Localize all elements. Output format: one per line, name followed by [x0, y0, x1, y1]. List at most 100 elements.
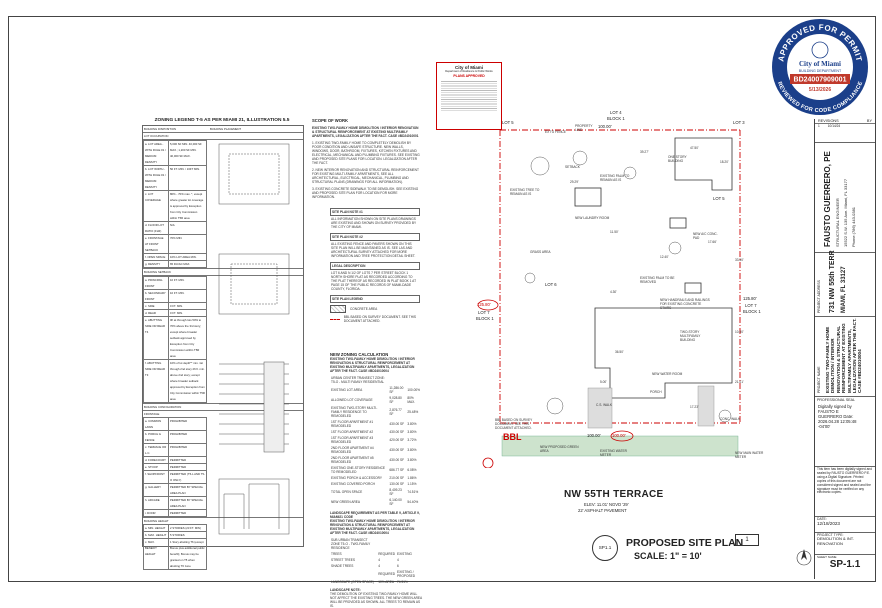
digital-signature: Digitally signed by FAUSTO E GUERRERO Da… [818, 404, 857, 429]
concrete-swatch [330, 305, 346, 313]
dimension-label: 21.01' [735, 380, 744, 384]
plan-title-block: SP1.1 PROPOSED SITE PLAN SCALE: 1" = 10'… [592, 527, 772, 567]
street-pavement: 22' ASPHALT PAVEMENT [578, 508, 627, 513]
lot-label: LOT 3 [733, 120, 745, 125]
dimension-label: 18.20' [720, 160, 729, 164]
note2-title: SITE PLAN NOTE #2 [330, 233, 420, 241]
legal-title: LEGAL DESCRIPTION [330, 262, 420, 270]
one-story-building [674, 137, 733, 191]
scope-title: SCOPE OF WORK [312, 118, 349, 123]
tree-symbol [668, 241, 682, 255]
dimension-label: 17.66' [708, 240, 717, 244]
site-note: NEW PROPOSED GREEN AREA [540, 445, 579, 453]
site-note: CONC. WALK [720, 417, 741, 421]
calc-table: URBAN CENTER TRANSECT ZONE: T5-O - MULTI… [330, 375, 422, 507]
project-type-value: DEMOLITION & INT. RENOVATION [817, 536, 854, 546]
conc-walk [697, 385, 715, 427]
table-row: SUB URBAN TRANSECT ZONE T5-O - TWO-FAMIL… [331, 538, 371, 550]
note2-text: ALL EXISTING FENCE AND PAVERS SHOWN ON T… [331, 242, 416, 258]
site-note: GRASS AREA [530, 250, 551, 254]
revisions-title: REVISIONS [818, 119, 839, 123]
drawing-sheet [8, 16, 876, 582]
landscape-note: THE DEMOLITION OF EXISTING TWO-FAMILY HO… [330, 592, 422, 608]
lot-label: LOT 4 [610, 110, 622, 115]
street-elevation: ELEV: 11.01' NGVD '29' [584, 502, 629, 507]
site-note: SETBACK [565, 165, 580, 169]
note1-text: ALL INFORMATION SHOWN ON SITE PLANS DRAW… [331, 217, 417, 229]
permit-seal: APPROVED FOR PERMIT REVIEWED FOR CODE CO… [772, 19, 868, 115]
site-note: C.S. WALK [596, 403, 612, 407]
street-name: NW 55TH TERRACE [564, 489, 664, 500]
markup-circle [610, 430, 634, 442]
city-seal-icon [811, 41, 829, 59]
dimension-label: 100.00' [587, 433, 601, 438]
seal-note: This item has been digitally signed and … [817, 467, 872, 495]
sheet-name: SP-1.1 [829, 559, 861, 570]
dimension-label: 125.80' [743, 296, 757, 301]
stamp-city: City of Miami [454, 65, 483, 70]
title-block: REVISIONS BY 1 10/14/24 FAUSTO GUERRERO,… [814, 119, 875, 579]
site-note: EXISTING PALM TO REMAIN AS IS [600, 174, 630, 182]
laundry-room [574, 187, 602, 207]
site-note: BBL BASED ON SURVEY DOCUMENT. SEE THIS D… [495, 418, 533, 430]
zoning-legend: ZONING LEGEND T-5 AS PER MIAMI 21, ILLUS… [142, 118, 304, 570]
dimension-label: 12.40' [660, 255, 669, 259]
lot-label: LOT 7 [478, 310, 490, 315]
zoning-illustrations [218, 143, 290, 535]
markup-circle [477, 299, 499, 311]
engineer-block: FAUSTO GUERRERO, PE STRUCTURAL ENGINEER … [815, 143, 875, 253]
landscape-title: LANDSCAPE REQUIREMENT AS PER TABLE 9, AR… [330, 511, 420, 519]
engineer-sub: STRUCTURAL ENGINEER [835, 198, 840, 247]
dimension-label: 100.00' [598, 124, 612, 129]
seal-dept: BUILDING DEPARTMENT [799, 69, 842, 73]
dimension-label: 10.00' [735, 330, 744, 334]
seal-city: City of Miami [799, 60, 841, 68]
seal-note-block: This item has been digitally signed and … [815, 467, 875, 517]
zoning-title: ZONING LEGEND T-5 AS PER MIAMI 21, ILLUS… [154, 118, 290, 123]
rev-number: 1 [818, 124, 820, 128]
tree-symbol [623, 166, 637, 180]
site-note: PORCH [650, 390, 662, 394]
tree-symbol [530, 156, 550, 176]
dimension-label: 29.29' [570, 180, 579, 184]
dimension-label: 33.50' [735, 258, 744, 262]
dimension-label: 39.27' [640, 150, 649, 154]
city-approval-stamp: City of Miami Department of Resilience &… [436, 62, 502, 130]
two-story-building [594, 307, 733, 399]
site-note: TWO-STORY MULTIFAMILY BUILDING [680, 330, 701, 342]
scope-item: 1. EXISTING TWO-FAMILY HOME TO COMPLETEL… [312, 141, 420, 165]
site-note: NEW MAIN WATER METER [735, 451, 764, 459]
green-area [501, 435, 739, 457]
lot-occupation-table: a. LOT AREA - WITH RULE #1 / MEDIUM DENS… [143, 140, 207, 268]
plan-scale: SCALE: 1" = 10' [634, 551, 702, 561]
project-address-block: PROJECT ADDRESS 731 NW 55th TERR MIAMI, … [815, 250, 875, 317]
ac-pad [669, 217, 687, 229]
seal-number: BD24007909001 [794, 77, 847, 84]
col-placement: BUILDING PLACEMENT [210, 127, 242, 131]
date-value: 12/18/2023 [817, 521, 840, 526]
dimension-label: 100.00' [612, 433, 626, 438]
site-note: NEW HANDRAILS AND RAILINGS FOR EXISTING … [660, 298, 710, 310]
date-label: DATE: [817, 517, 827, 521]
scope-of-work: SCOPE OF WORK EXISTING TWO-FAMILY HOME D… [312, 118, 420, 199]
